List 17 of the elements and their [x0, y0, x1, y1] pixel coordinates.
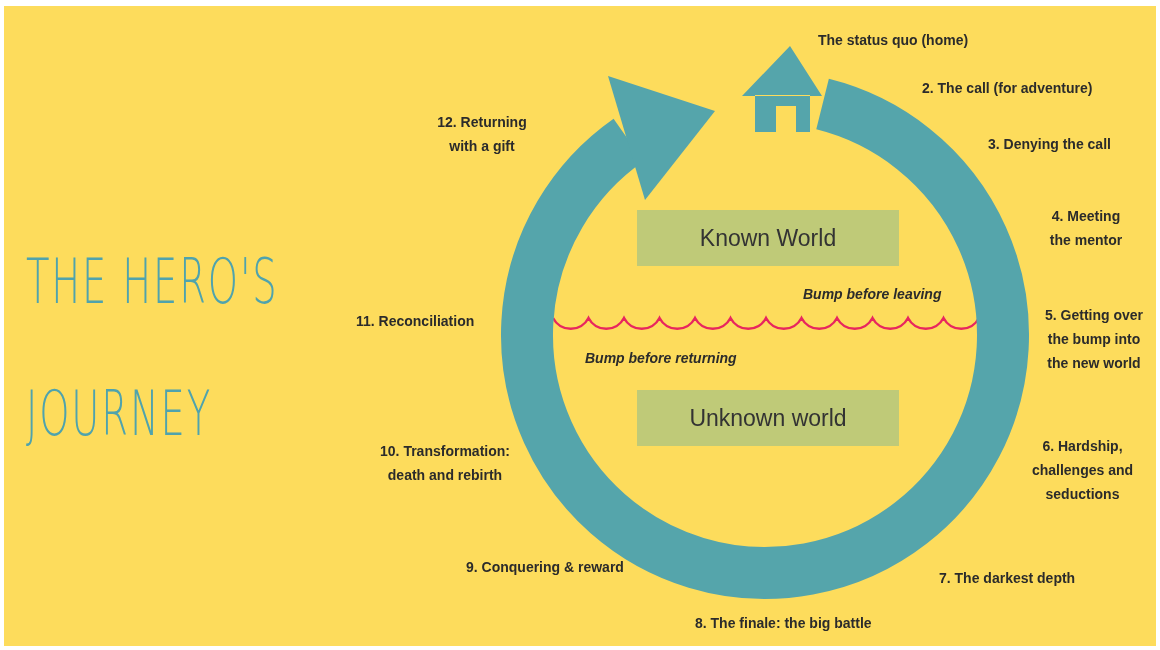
stage-label: 6. Hardship, challenges and seductions [1030, 437, 1135, 504]
stage-label: 2. The call (for adventure) [922, 79, 1093, 98]
stage-label: 5. Getting over the bump into the new world [1044, 306, 1144, 373]
stage-label: 7. The darkest depth [939, 569, 1076, 588]
bump-label: Bump before returning [585, 349, 737, 368]
stage-label: 10. Transformation: death and rebirth [379, 442, 511, 485]
title: THE HERO'S JOURNEY [26, 244, 280, 452]
stage-label: 9. Conquering & reward [466, 558, 624, 577]
world-box: Unknown world [637, 390, 899, 446]
world-box: Known World [637, 210, 899, 266]
stage-label: 8. The finale: the big battle [695, 614, 872, 633]
stage-label: The status quo (home) [818, 31, 969, 50]
stage-label: 12. Returning with a gift [436, 113, 528, 156]
stage-label: 4. Meeting the mentor [1048, 207, 1124, 250]
stage-label: 11. Reconciliation [356, 312, 475, 331]
stage-label: 3. Denying the call [988, 135, 1111, 154]
bump-label: Bump before leaving [803, 285, 942, 304]
